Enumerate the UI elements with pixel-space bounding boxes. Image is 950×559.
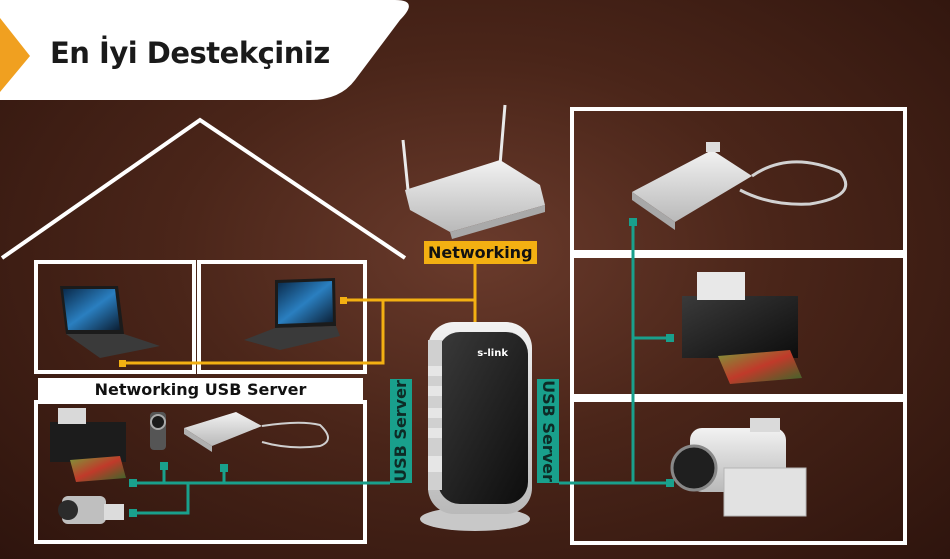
header-arrow-icon xyxy=(0,18,30,92)
header-banner xyxy=(0,0,409,100)
webcam-icon xyxy=(150,412,166,450)
printer-small-icon xyxy=(50,408,126,482)
laptop-right-icon xyxy=(244,278,340,350)
usb-server-right-text: USB Server xyxy=(539,380,558,482)
right-device-boxes xyxy=(570,107,907,545)
usb-server-left-label: USB Server xyxy=(390,379,412,483)
house-outline xyxy=(0,117,407,544)
usb-server-device-icon: s-link xyxy=(420,322,532,531)
laptop-left-icon xyxy=(60,286,160,358)
printer-large-icon xyxy=(682,272,802,384)
device-brand-label: s-link xyxy=(477,348,508,359)
usb-server-left-text: USB Server xyxy=(391,380,410,482)
usb-server-right-label: USB Server xyxy=(537,379,559,483)
camcorder-large-icon xyxy=(670,418,807,517)
networking-usb-server-label: Networking USB Server xyxy=(38,378,363,402)
router-icon xyxy=(401,104,545,239)
external-drive-small-icon xyxy=(184,412,329,452)
external-drive-large-icon xyxy=(632,142,848,230)
usb-lines xyxy=(133,222,670,515)
page-title: En İyi Destekçiniz xyxy=(50,36,330,70)
camcorder-small-icon xyxy=(58,496,124,524)
networking-label: Networking xyxy=(424,241,537,264)
